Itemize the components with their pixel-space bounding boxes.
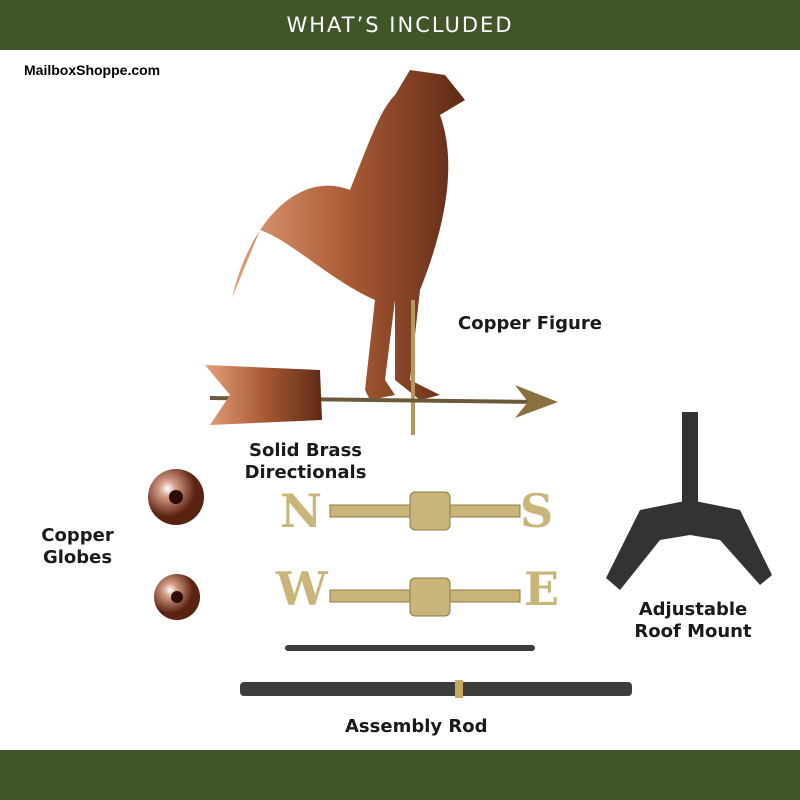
label-assembly-rod: Assembly Rod [345, 716, 488, 737]
label-directionals: Solid Brass Directionals [244, 440, 367, 483]
assembly-rods [240, 645, 632, 698]
letter-n: N [280, 484, 323, 538]
footer-bar [0, 750, 800, 800]
arrow-directional [205, 365, 558, 425]
brass-directionals [329, 491, 521, 617]
label-roof-mount: Adjustable Roof Mount [634, 599, 752, 642]
header-title: WHAT’S INCLUDED [286, 13, 514, 37]
label-globes: Copper Globes [41, 525, 114, 568]
label-copper-figure: Copper Figure [458, 313, 602, 334]
header-bar: WHAT’S INCLUDED [0, 0, 800, 50]
roof-mount [606, 412, 772, 590]
copper-globes [148, 469, 204, 620]
letter-s: S [520, 484, 554, 538]
watermark: MailboxShoppe.com [24, 62, 161, 78]
rooster-figure [232, 70, 465, 435]
letter-e: E [524, 562, 560, 616]
letter-w: W [276, 562, 328, 616]
